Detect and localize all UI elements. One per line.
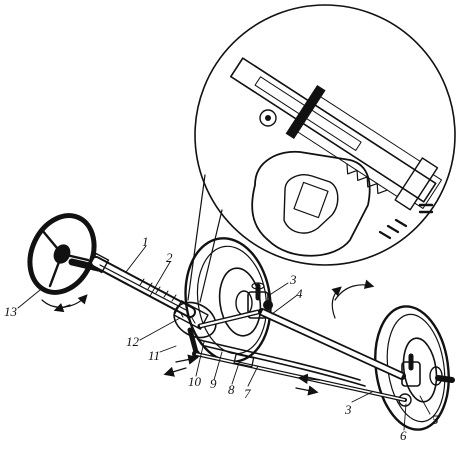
callout-11: 11 <box>148 348 160 363</box>
wheel-rotation-arrow <box>41 294 88 308</box>
callout-10: 10 <box>188 374 202 389</box>
leaf-spring <box>199 339 361 381</box>
leader-lines <box>17 245 431 431</box>
left-steering-knuckle <box>247 282 273 319</box>
sector-gear <box>293 181 329 219</box>
callout-1: 1 <box>142 234 149 249</box>
steering-column <box>88 252 196 318</box>
cover-bolts <box>378 218 408 240</box>
rotation-arrow-lower <box>331 286 342 319</box>
steering-wheel <box>27 213 102 295</box>
callout-4: 4 <box>296 286 303 301</box>
steering-gear-inset <box>187 4 456 303</box>
inset-lead-line-left <box>187 174 206 301</box>
rotation-arrow-upper <box>334 279 375 301</box>
callout-3-top: 3 <box>289 272 297 287</box>
gear-housing <box>230 57 442 211</box>
tie-rod-arrow-left <box>163 366 187 377</box>
inset-lead-line-right <box>199 209 223 303</box>
sector-cavity <box>283 174 339 234</box>
callout-7: 7 <box>244 386 251 401</box>
callout-5: 5 <box>432 412 439 427</box>
adjuster-bolt <box>259 109 277 127</box>
callout-9: 9 <box>210 376 217 391</box>
callout-labels: 1 2 3 4 5 6 3 7 8 9 10 11 12 13 <box>4 234 439 443</box>
sector-housing <box>251 150 371 257</box>
callout-12: 12 <box>126 334 140 349</box>
pitman-arm <box>187 327 199 355</box>
callout-13: 13 <box>4 304 18 319</box>
callout-6: 6 <box>400 428 407 443</box>
tie-rod-arrow-right <box>297 373 321 384</box>
inset-circle <box>194 4 456 266</box>
callout-8: 8 <box>228 382 235 397</box>
callout-3-bottom: 3 <box>344 402 352 417</box>
callout-2: 2 <box>166 250 173 265</box>
